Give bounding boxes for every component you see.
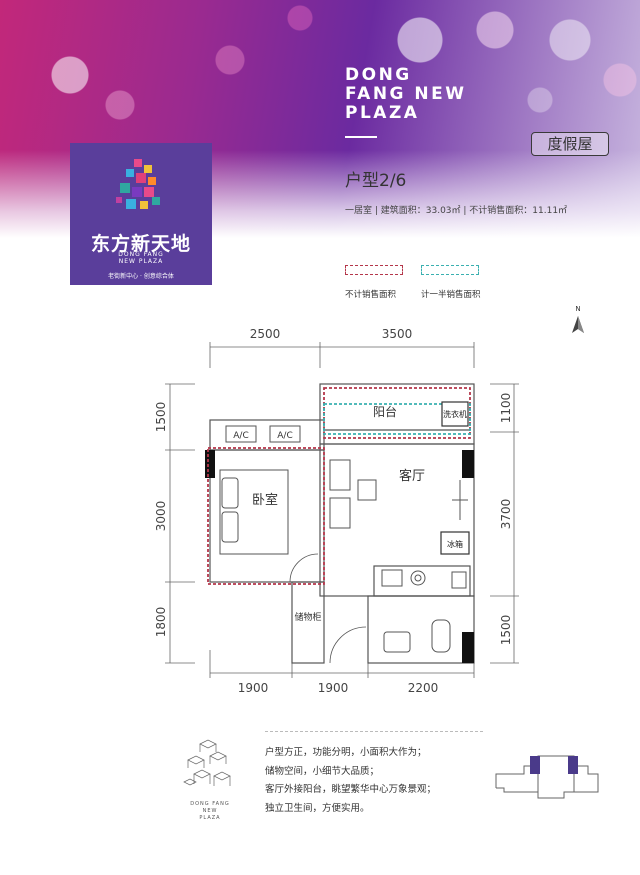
- dim-right: 1500: [499, 615, 513, 646]
- description-divider: [265, 731, 483, 732]
- description-line: 户型方正，功能分明，小面积大作为；: [265, 747, 427, 758]
- brand-divider: [345, 136, 377, 138]
- ac-label: A/C: [233, 431, 248, 441]
- entry-door: [329, 626, 367, 664]
- dim-left: 1800: [154, 607, 168, 638]
- description-line: 客厅外接阳台，眺望繁华中心万象景观；: [265, 784, 437, 796]
- bathroom-fixtures: [383, 619, 451, 653]
- fridge-label: 冰箱: [447, 539, 463, 549]
- unit-type-title: 户型2/6: [345, 171, 407, 191]
- brand-line: FANG NEW: [345, 84, 467, 104]
- structural-columns: [205, 450, 474, 663]
- north-arrow-icon: N: [572, 305, 584, 333]
- cube-logo-icon: [116, 159, 160, 209]
- unsold-area-bedroom: [207, 447, 325, 585]
- bottom-logo-text: DONG FANG NEW PLAZA: [170, 801, 250, 822]
- legend-teal-label: 计一半销售面积: [421, 290, 481, 300]
- unit-description: 户型方正，功能分明，小面积大作为； 储物空间，小细节大品质； 客厅外接阳台，眺望…: [265, 744, 436, 818]
- bedroom-door: [289, 553, 319, 583]
- brand-line: DONG: [345, 65, 412, 85]
- dimension-lines: [165, 342, 519, 678]
- kitchen-counter: [381, 569, 467, 589]
- room-label-bedroom: 卧室: [252, 492, 278, 508]
- fridge-box: [440, 531, 470, 555]
- building-keyplan-icon: [495, 755, 599, 799]
- logo-subtitle-line: DONG FANG: [118, 251, 164, 258]
- room-label-storage: 储物柜: [294, 611, 321, 623]
- dim-top: 3500: [382, 327, 413, 341]
- keyplan-highlight-left: [530, 756, 540, 774]
- bottom-logo-line: DONG FANG: [190, 801, 230, 807]
- ac-units: A/C A/C: [225, 425, 301, 443]
- ac-label: A/C: [277, 431, 292, 441]
- dim-left: 1500: [154, 402, 168, 433]
- logo-title: 东方新天地: [90, 233, 191, 255]
- washer-label: 洗衣机: [443, 409, 467, 419]
- washer-box: [441, 401, 469, 427]
- dim-right: 1100: [499, 393, 513, 424]
- logo-subtitle: DONG FANG NEW PLAZA: [70, 251, 212, 265]
- dim-bottom: 1900: [318, 681, 349, 695]
- bottom-logo-line: PLAZA: [199, 815, 221, 821]
- description-line: 独立卫生间，方便实用。: [265, 802, 370, 814]
- legend-red-swatch: [345, 265, 403, 275]
- dim-bottom: 2200: [408, 681, 439, 695]
- dim-left: 3000: [154, 501, 168, 532]
- brand-line: PLAZA: [345, 103, 420, 123]
- keyplan-highlight-right: [568, 756, 578, 774]
- room-label-living: 客厅: [399, 468, 425, 484]
- legend-teal-swatch: [421, 265, 479, 275]
- dim-top: 2500: [250, 327, 281, 341]
- unit-info: 一居室 | 建筑面积：33.03㎡ | 不计销售面积：11.11㎡: [345, 206, 568, 216]
- brand-logo: 东方新天地 DONG FANG NEW PLAZA 老街新中心 · 创意综合体: [70, 143, 212, 285]
- dim-bottom: 1900: [238, 681, 269, 695]
- category-badge: 度假屋: [531, 132, 609, 156]
- description-line: 储物空间，小细节大品质；: [265, 765, 380, 777]
- floor-plan: 2500 3500 1900 1900 2200 1500 3000 1800 …: [154, 327, 519, 695]
- legend-red-label: 不计销售面积: [345, 290, 397, 300]
- half-area-balcony: [323, 403, 471, 435]
- bed-icon: [219, 469, 289, 555]
- logo-slogan: 老街新中心 · 创意综合体: [108, 273, 174, 280]
- dim-right: 3700: [499, 499, 513, 530]
- wireframe-cube-logo-icon: [183, 739, 231, 786]
- room-label-balcony: 阳台: [373, 404, 397, 419]
- sofa-chairs-icon: [329, 459, 468, 529]
- logo-subtitle-line: NEW PLAZA: [118, 258, 164, 265]
- north-label: N: [575, 305, 580, 313]
- brand-name: DONG FANG NEW PLAZA: [345, 66, 467, 123]
- dimension-labels: 2500 3500 1900 1900 2200 1500 3000 1800 …: [154, 327, 513, 695]
- bottom-logo-line: NEW: [202, 808, 218, 814]
